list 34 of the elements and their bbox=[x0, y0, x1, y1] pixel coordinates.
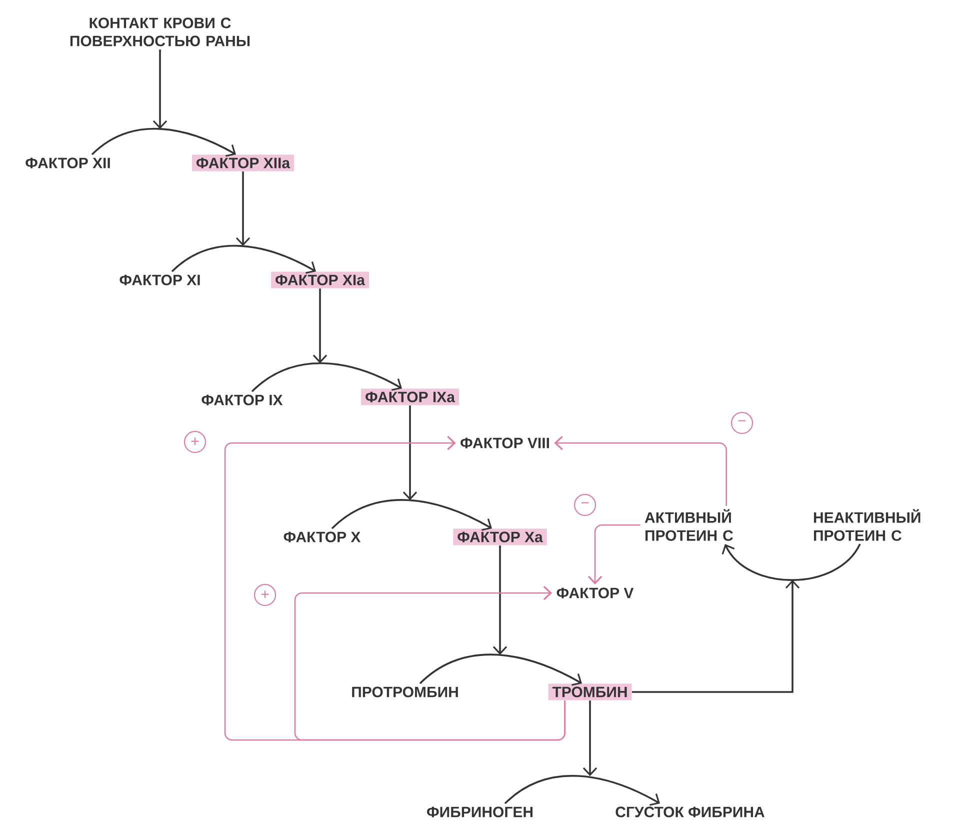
conversion-arrow bbox=[722, 544, 861, 581]
conversion-arrow bbox=[504, 775, 660, 806]
factor-label: СГУСТОК ФИБРИНА bbox=[616, 806, 764, 818]
arrow bbox=[152, 50, 168, 130]
conversion-arrow bbox=[251, 362, 402, 392]
arrow bbox=[236, 172, 250, 246]
arrow bbox=[582, 700, 598, 776]
factor-label: ФАКТОР XI bbox=[120, 274, 200, 286]
conversion-arrow bbox=[171, 245, 316, 274]
factor-label: ФАКТОР IX bbox=[202, 394, 283, 406]
factor-label: ФАКТОР XII bbox=[26, 158, 110, 168]
highlighted-factor-label: ФАКТОР IXa bbox=[361, 388, 459, 406]
highlighted-factor-label: ФАКТОР XIIa bbox=[192, 154, 294, 172]
factor-label: ФИБРИНОГЕН bbox=[427, 806, 532, 818]
factor-label: ФАКТОР V bbox=[556, 588, 634, 598]
highlighted-factor-label: ТРОМБИН bbox=[548, 684, 632, 700]
arrow bbox=[402, 406, 418, 500]
factor-label: ФАКТОР X bbox=[284, 532, 361, 542]
conversion-arrow bbox=[419, 654, 582, 686]
feedback-arrow bbox=[554, 436, 727, 506]
factor-label: АКТИВНЫЙ ПРОТЕИН С bbox=[644, 509, 733, 541]
conversion-arrow bbox=[331, 499, 492, 531]
highlighted-factor-label: ФАКТОР XIa bbox=[271, 272, 369, 288]
factor-label: КОНТАКТ КРОВИ С ПОВЕРХНОСТЬЮ РАНЫ bbox=[70, 18, 250, 46]
arrow bbox=[492, 546, 508, 655]
highlighted-factor-label: ФАКТОР Xa bbox=[453, 528, 547, 546]
arrow bbox=[632, 580, 800, 693]
feedback-arrow bbox=[588, 524, 640, 584]
conversion-arrow bbox=[91, 128, 236, 157]
factor-label: ПРОТРОМБИН bbox=[352, 686, 458, 698]
feedback-arrow bbox=[294, 586, 566, 741]
factor-label: ФАКТОР VIII bbox=[460, 438, 549, 448]
factor-label: НЕАКТИВНЫЙ ПРОТЕИН С bbox=[814, 509, 920, 541]
arrow bbox=[312, 288, 328, 364]
